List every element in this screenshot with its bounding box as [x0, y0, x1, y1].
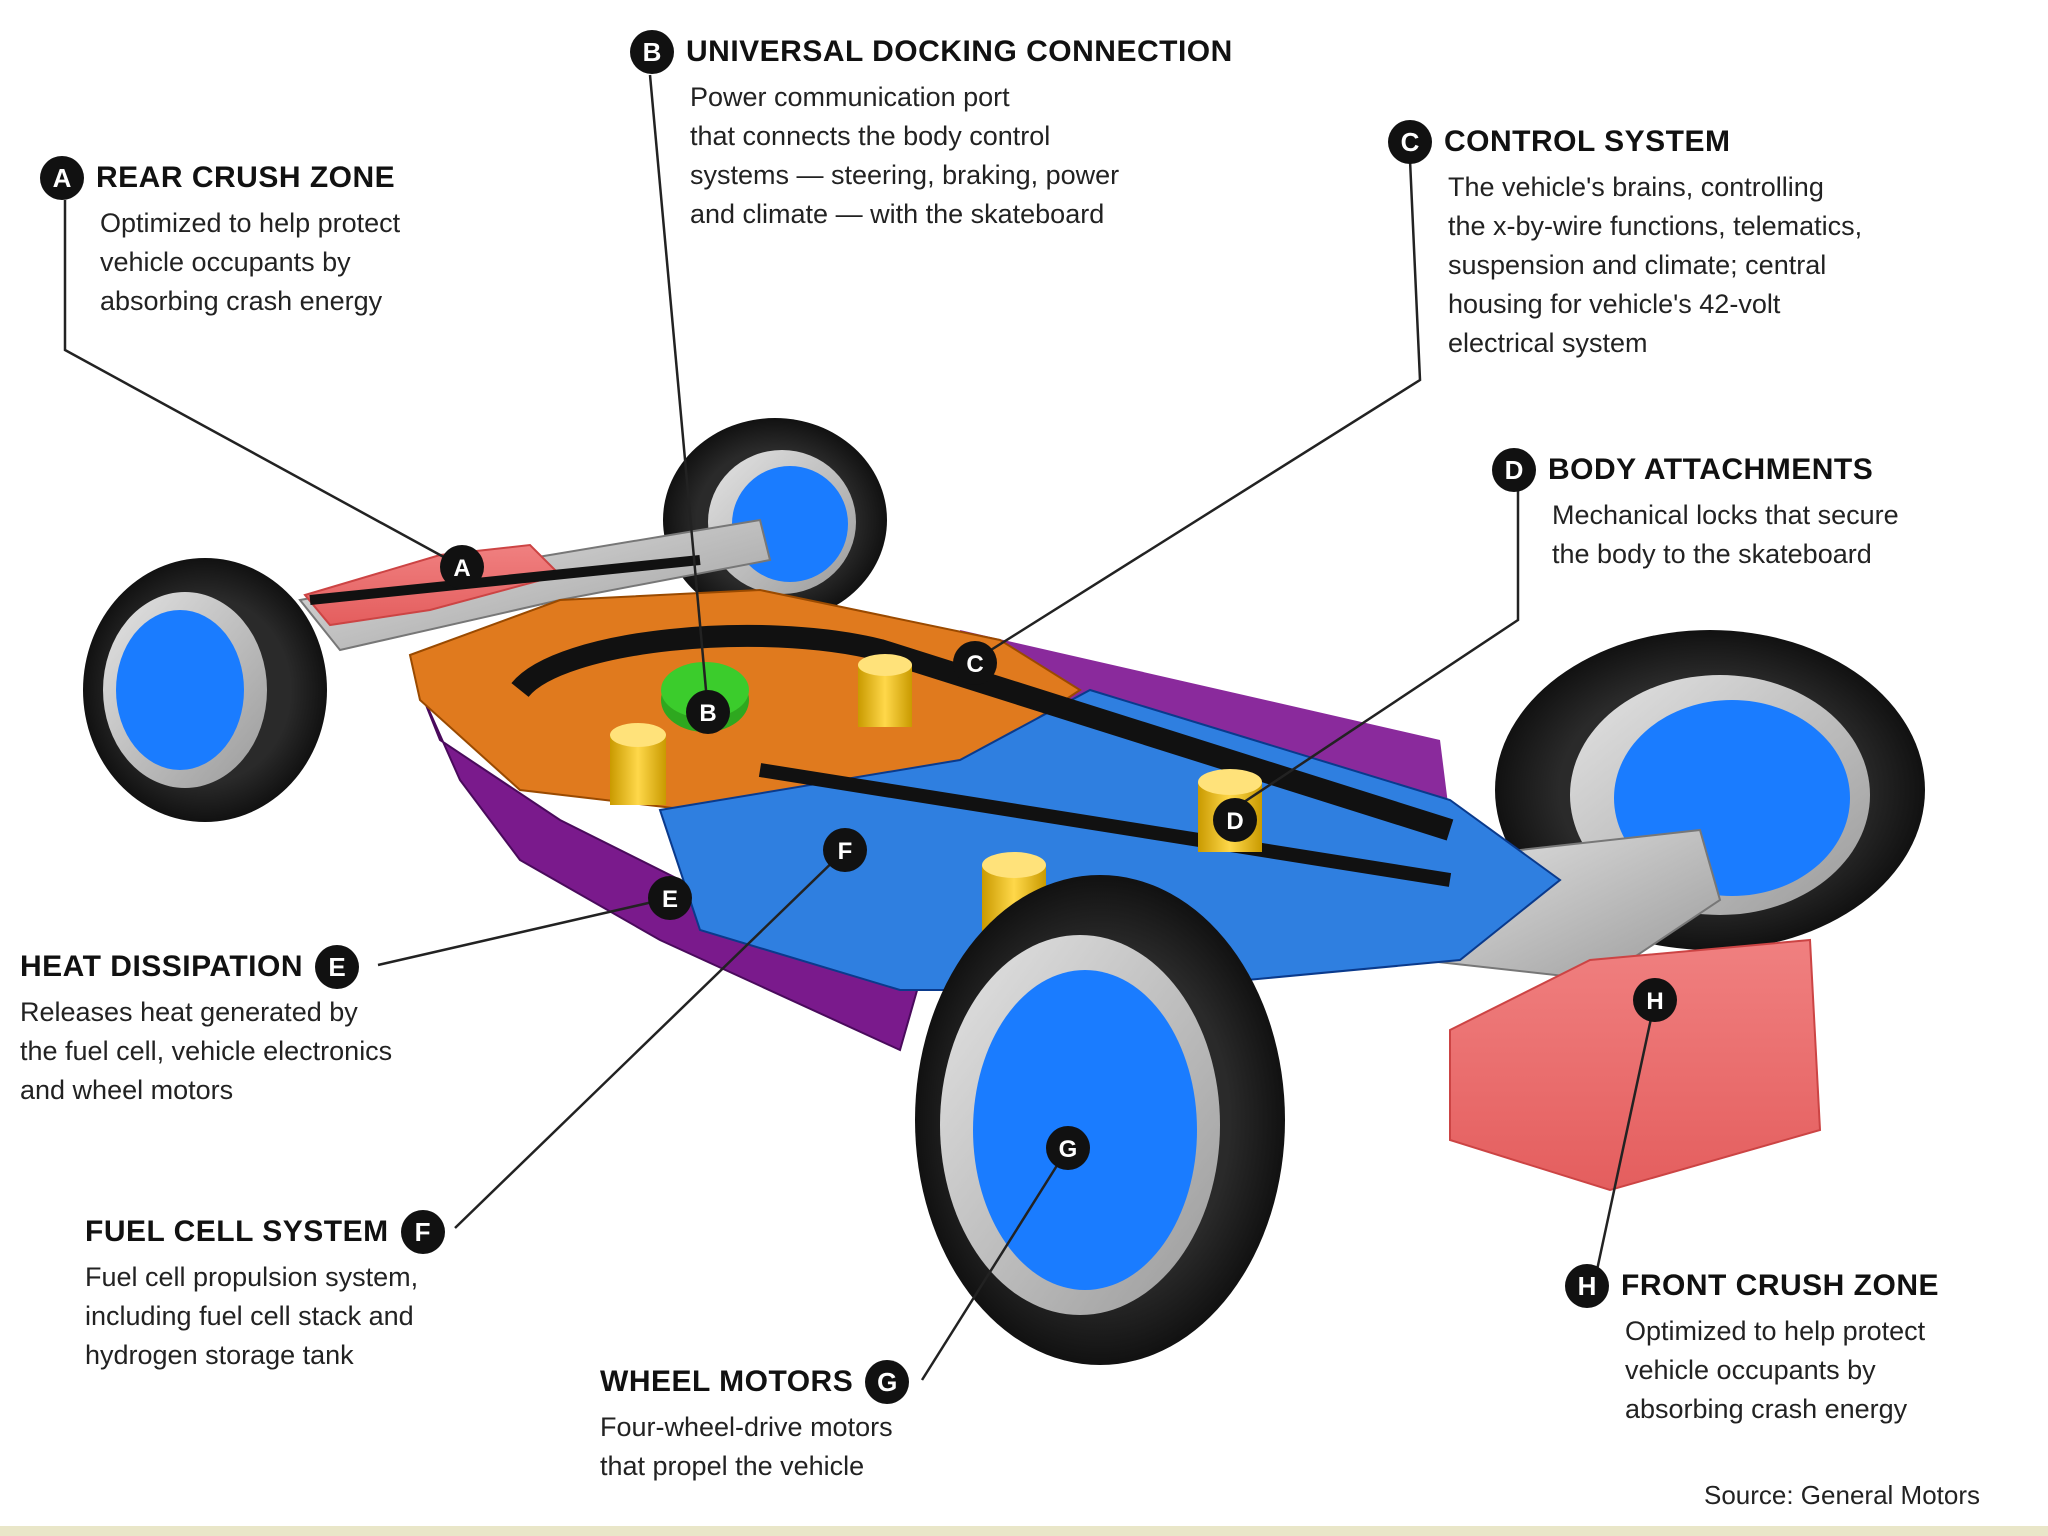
- marker-g: G: [1046, 1126, 1090, 1170]
- callout-description: The vehicle's brains, controlling the x-…: [1448, 172, 1863, 358]
- badge-g: G: [865, 1360, 910, 1404]
- front-crush-zone-shape: [1449, 938, 1822, 1192]
- svg-text:E: E: [662, 886, 678, 913]
- badge-c: C: [1388, 120, 1432, 164]
- badge-a: A: [40, 156, 84, 200]
- callout-title: UNIVERSAL DOCKING CONNECTION: [686, 35, 1233, 68]
- svg-text:D: D: [1226, 808, 1243, 835]
- marker-b: B: [686, 690, 730, 734]
- callout-body-attachments: D BODY ATTACHMENTS Mechanical locks that…: [1492, 448, 2032, 574]
- callout-description: Optimized to help protect vehicle occupa…: [1625, 1316, 1926, 1424]
- callout-title: REAR CRUSH ZONE: [96, 161, 396, 194]
- center-channel: [511, 624, 1454, 841]
- wheel-front-left: [915, 875, 1285, 1365]
- rear-channel: [309, 555, 701, 605]
- wheel-rear-left: [83, 558, 327, 822]
- svg-text:H: H: [1646, 988, 1663, 1015]
- body-attachment-shapes: [610, 654, 1262, 945]
- callout-description: Optimized to help protect vehicle occupa…: [100, 208, 401, 316]
- marker-d: D: [1213, 798, 1257, 842]
- svg-text:B: B: [699, 700, 716, 727]
- svg-text:C: C: [966, 651, 983, 678]
- callout-description: Four-wheel-drive motors that propel the …: [600, 1412, 893, 1481]
- callout-title: HEAT DISSIPATION: [20, 950, 304, 983]
- marker-f: F: [823, 828, 867, 872]
- badge-d: D: [1492, 448, 1536, 492]
- callout-description: Fuel cell propulsion system, including f…: [85, 1262, 419, 1370]
- marker-a: A: [440, 545, 484, 589]
- center-channel-2: [758, 763, 1452, 887]
- svg-text:F: F: [838, 838, 853, 865]
- heat-dissipation-skirt: [419, 689, 922, 1052]
- callout-front-crush-zone: H FRONT CRUSH ZONE Optimized to help pro…: [1565, 1264, 2035, 1429]
- badge-b: B: [630, 30, 674, 74]
- callout-heat-dissipation: HEAT DISSIPATION E Releases heat generat…: [20, 945, 580, 1110]
- callout-description: Releases heat generated by the fuel cell…: [20, 997, 393, 1105]
- callout-title: CONTROL SYSTEM: [1444, 125, 1731, 158]
- badge-h: H: [1565, 1264, 1609, 1308]
- source-credit: Source: General Motors: [1703, 1480, 1980, 1510]
- callout-wheel-motors: WHEEL MOTORS G Four-wheel-drive motors t…: [600, 1360, 1120, 1486]
- badge-e: E: [315, 945, 360, 989]
- badge-f: F: [400, 1210, 445, 1254]
- callout-control-system: C CONTROL SYSTEM The vehicle's brains, c…: [1388, 120, 2028, 363]
- callout-title: WHEEL MOTORS: [600, 1365, 854, 1398]
- blue-deck: [658, 688, 1562, 991]
- callout-universal-docking-connection: B UNIVERSAL DOCKING CONNECTION Power com…: [630, 30, 1330, 234]
- bottom-strip: [0, 1526, 2048, 1536]
- marker-e: E: [648, 876, 692, 920]
- callout-rear-crush-zone: A REAR CRUSH ZONE Optimized to help prot…: [40, 156, 640, 321]
- svg-text:G: G: [1059, 1136, 1078, 1163]
- marker-h: H: [1633, 978, 1677, 1022]
- marker-c: C: [953, 641, 997, 685]
- callout-fuel-cell-system: FUEL CELL SYSTEM F Fuel cell propulsion …: [85, 1210, 645, 1375]
- callout-description: Mechanical locks that secure the body to…: [1552, 500, 1899, 569]
- leader-lines: [63, 74, 1657, 1381]
- callout-title: FUEL CELL SYSTEM: [85, 1215, 389, 1248]
- callout-description: Power communication port that connects t…: [690, 82, 1120, 229]
- callout-title: FRONT CRUSH ZONE: [1621, 1269, 1939, 1302]
- svg-text:A: A: [453, 555, 470, 582]
- callout-title: BODY ATTACHMENTS: [1548, 453, 1874, 486]
